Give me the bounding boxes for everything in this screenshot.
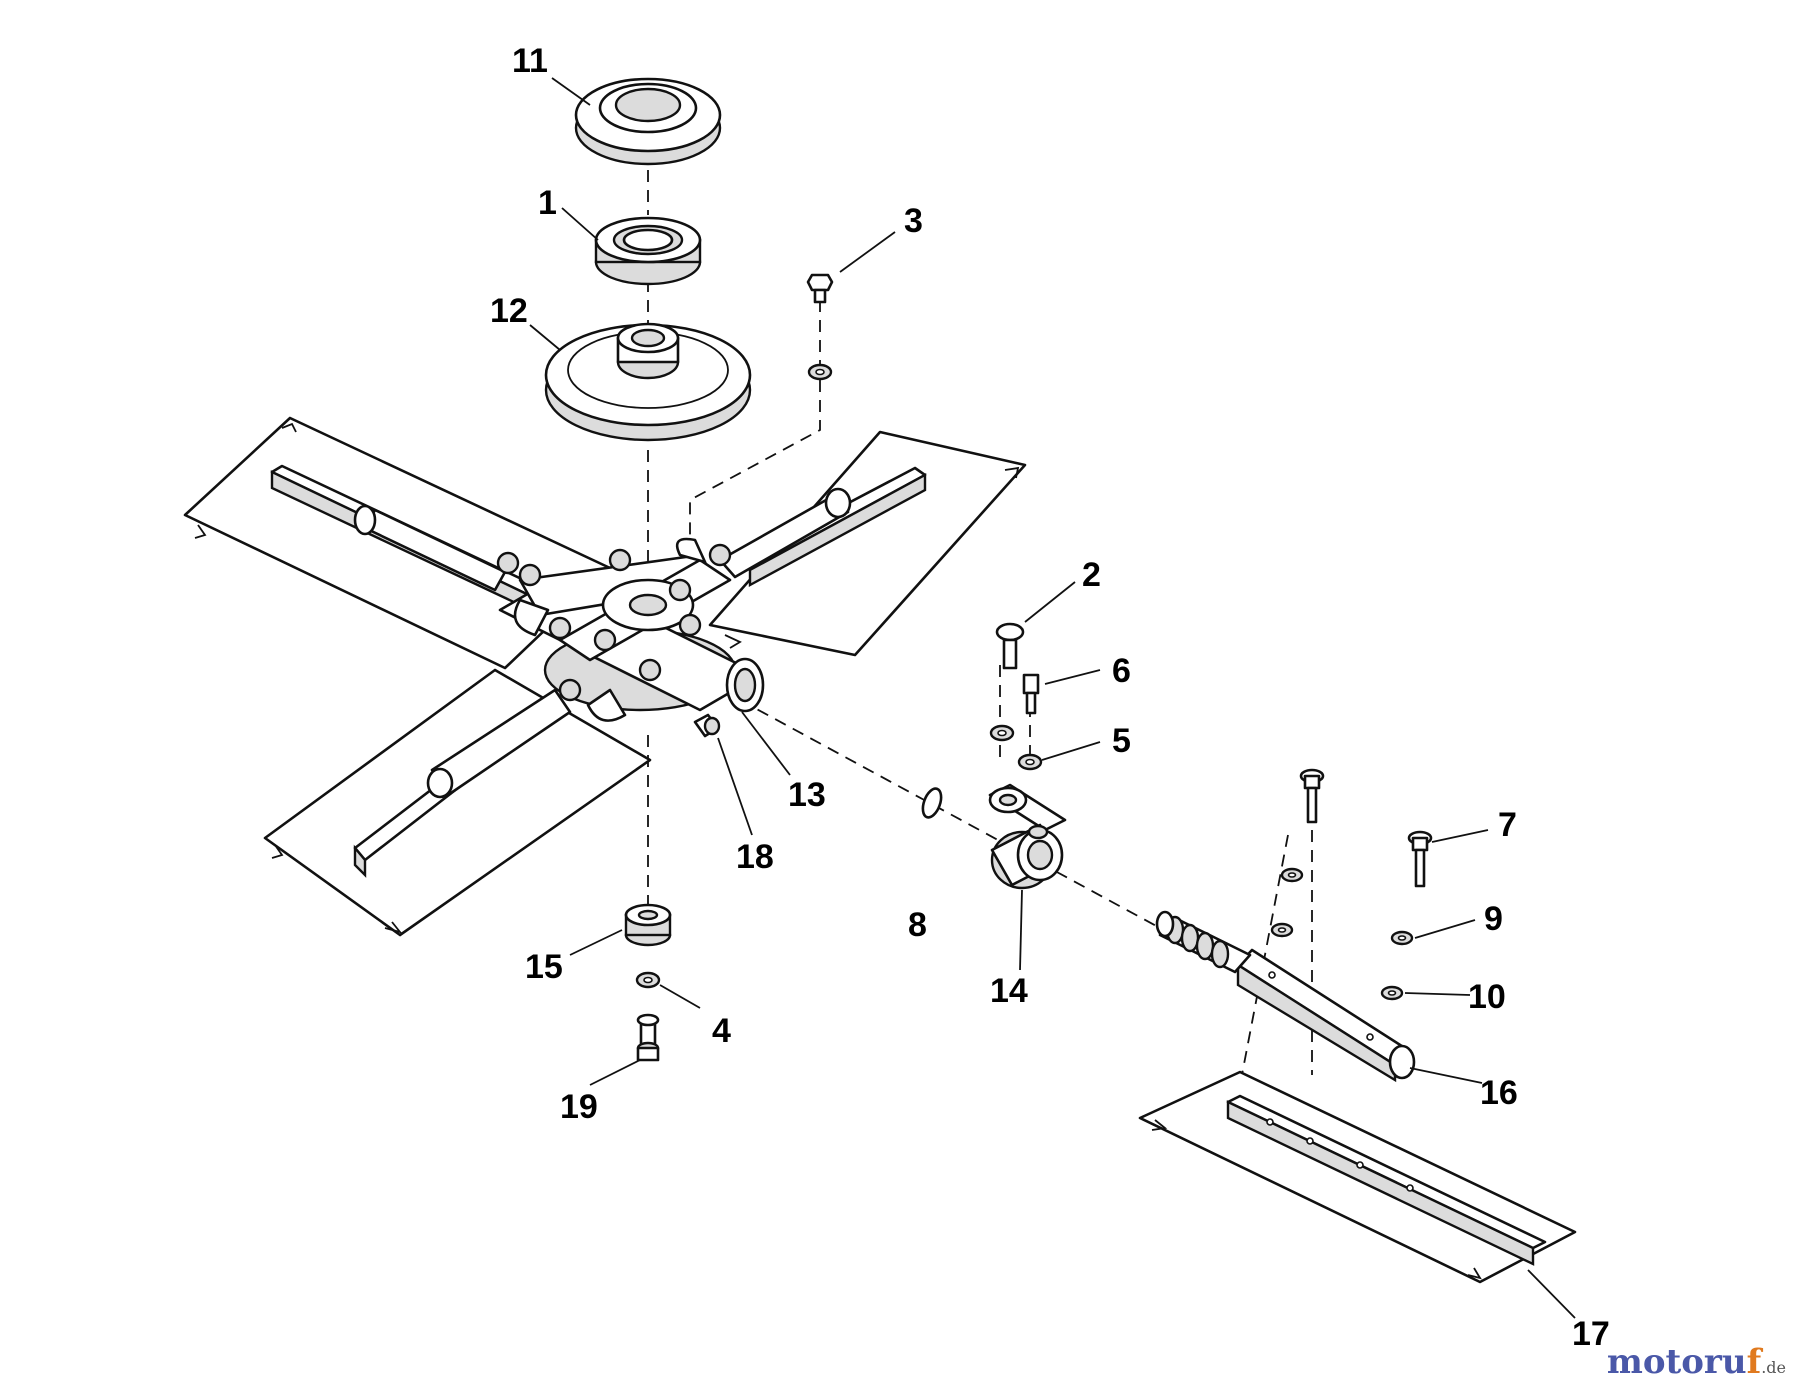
pulley-cover-11	[574, 77, 722, 166]
callout-14: 14	[990, 972, 1028, 1010]
callout-19: 19	[560, 1088, 598, 1126]
spacer-15	[624, 903, 672, 947]
callout-6: 6	[1112, 652, 1131, 690]
bolt-19	[636, 1013, 660, 1062]
callout-8: 8	[908, 906, 927, 944]
callout-3: 3	[904, 202, 923, 240]
blade-lower-left	[263, 668, 652, 937]
leader-lines	[529, 77, 1576, 1319]
blade-holder-14	[988, 783, 1067, 890]
callout-12: 12	[490, 292, 528, 330]
bolt-mid	[1299, 768, 1325, 824]
watermark-accent: f	[1746, 1342, 1762, 1382]
callout-7: 7	[1498, 806, 1517, 844]
blade-lower-right-17	[1138, 1070, 1577, 1284]
callout-11: 11	[512, 42, 548, 80]
bolt-7	[1407, 830, 1433, 888]
callout-16: 16	[1480, 1074, 1518, 1112]
callout-labels: 11 1 12 3 2 6 5 13 18 8 14 7 9 10 16 17 …	[490, 42, 1610, 1353]
callout-13: 13	[788, 776, 826, 814]
washer-10	[1380, 985, 1404, 1001]
hub-assembly	[496, 537, 765, 722]
blade-upper-right	[708, 430, 1027, 657]
watermark-logo: motoruf.de	[1607, 1342, 1786, 1382]
callout-2: 2	[1082, 556, 1101, 594]
washer-4	[635, 971, 661, 989]
callout-17: 17	[1572, 1315, 1610, 1353]
nut-5	[1017, 753, 1043, 771]
washer-9	[1390, 930, 1414, 946]
watermark-main: motoru	[1606, 1342, 1747, 1382]
nut-left	[989, 724, 1015, 742]
o-ring-8	[921, 787, 943, 819]
callout-5: 5	[1112, 722, 1131, 760]
callout-18: 18	[736, 838, 774, 876]
washer-upper	[807, 363, 833, 381]
bolt-6	[1022, 673, 1040, 715]
bolt-3	[806, 273, 834, 304]
callout-15: 15	[525, 948, 563, 986]
callout-4: 4	[712, 1012, 731, 1050]
callout-9: 9	[1484, 900, 1503, 938]
threaded-end	[1155, 910, 1230, 969]
callout-10: 10	[1468, 978, 1506, 1016]
pulley-12	[544, 322, 752, 442]
grease-fitting-18	[693, 713, 721, 738]
washer-mid-1	[1280, 867, 1304, 883]
blade-arm-16	[1155, 910, 1416, 1083]
callout-1: 1	[538, 184, 557, 222]
washer-mid-2	[1270, 922, 1294, 938]
bolt-2	[995, 622, 1025, 670]
bearing-1	[594, 216, 702, 286]
watermark-tld: .de	[1761, 1358, 1786, 1377]
